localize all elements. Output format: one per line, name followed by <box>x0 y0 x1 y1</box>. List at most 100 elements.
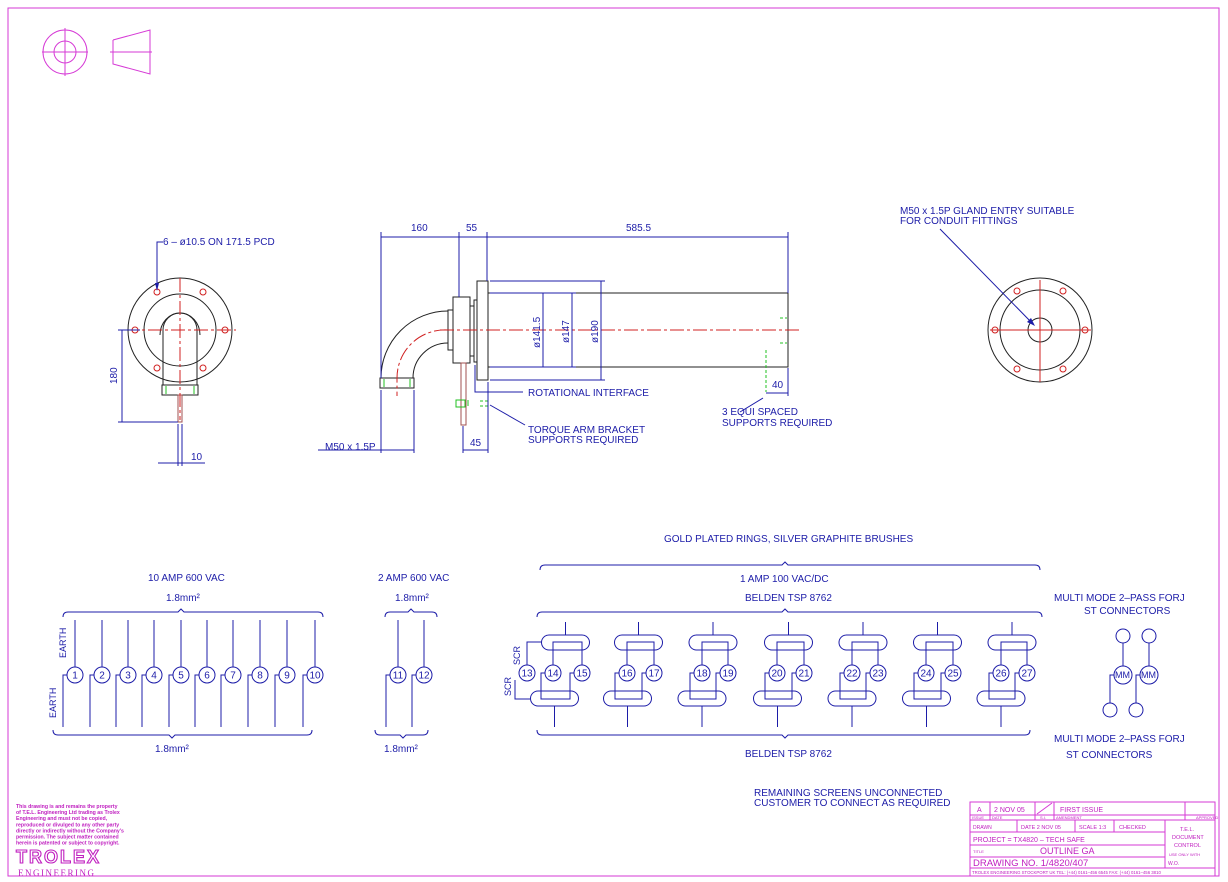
aux-bottom-size: 1.8mm² <box>384 744 419 755</box>
dim-180: 180 <box>109 367 120 384</box>
aux-terminal: 12 <box>415 666 433 684</box>
screen-terminal: 13 <box>518 664 536 682</box>
gland-note: M50 x 1.5P GLAND ENTRY SUITABLE <box>900 206 1075 217</box>
power-terminal: 10 <box>306 666 324 684</box>
signal-terminal: 18 <box>693 664 711 682</box>
wire <box>141 674 146 727</box>
wire <box>839 672 870 700</box>
gold-note-brace <box>539 561 1041 571</box>
supports-label: 3 EQUI SPACED <box>722 407 798 418</box>
terminal-number: 26 <box>995 669 1007 680</box>
signal-terminal: 15 <box>573 664 591 682</box>
power-terminal: 3 <box>119 666 137 684</box>
signal-ring-pair <box>753 622 813 727</box>
wire <box>701 641 729 665</box>
power-top-brace <box>62 608 324 618</box>
aux-top-size: 1.8mm² <box>395 593 430 604</box>
dim-160: 160 <box>411 223 428 234</box>
power-bottom-brace <box>52 729 313 739</box>
signal-terminal: 22 <box>843 664 861 682</box>
wire <box>274 674 279 727</box>
aux-top-brace <box>384 608 438 618</box>
doc-control: T.E.L. <box>1180 827 1195 833</box>
drawing-title: OUTLINE GA <box>1040 846 1095 856</box>
wire <box>62 674 67 727</box>
supports-label-2: SUPPORTS REQUIRED <box>722 418 832 429</box>
copyright-line: directly or indirectly without the Compa… <box>16 828 124 834</box>
terminal-number: 23 <box>872 669 884 680</box>
scr-label: SCR <box>512 645 522 665</box>
dia-190: ø190 <box>590 320 601 343</box>
wire <box>168 674 173 727</box>
wire <box>302 674 307 727</box>
fibre-bottom: MULTI MODE 2–PASS FORJ <box>1054 734 1185 745</box>
power-terminal: 9 <box>278 666 296 684</box>
signal-terminal: 19 <box>719 664 737 682</box>
dim-585: 585.5 <box>626 223 651 234</box>
terminal-number: 15 <box>576 669 588 680</box>
aux-bottom-brace <box>374 729 429 739</box>
wire <box>411 674 416 727</box>
terminal-number: 16 <box>621 669 633 680</box>
screens-note: REMAINING SCREENS UNCONNECTED <box>754 788 942 799</box>
wire <box>385 674 390 727</box>
terminal-number: 11 <box>393 671 404 682</box>
trolex-logo: TROLEX ENGINEERING <box>15 846 99 878</box>
terminal-circle <box>768 664 786 682</box>
belden-top: BELDEN TSP 8762 <box>745 593 832 604</box>
logo-sub: ENGINEERING <box>18 868 96 878</box>
rotational-interface-label: ROTATIONAL INTERFACE <box>528 388 649 399</box>
terminal-number: 17 <box>648 669 660 680</box>
right-end-view: M50 x 1.5P GLAND ENTRY SUITABLE FOR COND… <box>900 206 1093 383</box>
terminal-number: 4 <box>151 671 157 682</box>
terminal-number: 2 <box>99 671 105 682</box>
signal-terminal: 20 <box>768 664 786 682</box>
terminal-circle <box>869 664 887 682</box>
aux-terminal: 11 <box>389 666 407 684</box>
m50-label: M50 x 1.5P <box>325 442 376 453</box>
doc-control: DOCUMENT <box>1172 835 1204 841</box>
doc-control: CONTROL <box>1174 843 1201 849</box>
left-end-view: 6 – ø10.5 ON 171.5 PCD 180 10 <box>109 237 275 466</box>
power-terminal: 5 <box>172 666 190 684</box>
power-terminal: 7 <box>224 666 242 684</box>
terminal-number: 19 <box>722 669 734 680</box>
fibre-top-2: ST CONNECTORS <box>1084 606 1171 617</box>
wire <box>552 641 583 665</box>
drawing-frame <box>7 7 1220 877</box>
signal-terminal: 16 <box>618 664 636 682</box>
label-issue: ISSUE <box>972 815 984 820</box>
drawing-number: DRAWING NO. 1/4820/407 <box>973 858 1088 869</box>
signal-ring-pair <box>677 622 738 727</box>
terminal-number: 27 <box>1021 669 1033 680</box>
signal-ring-pair <box>827 622 888 727</box>
terminal-circle <box>843 664 861 682</box>
wire <box>194 674 199 727</box>
signal-ring-pair <box>902 622 962 727</box>
issue-date: 2 NOV 05 <box>994 807 1025 814</box>
signal-terminal: 26 <box>992 664 1010 682</box>
dim-55: 55 <box>466 223 478 234</box>
label-title: TITLE <box>973 849 984 854</box>
wire <box>220 674 225 727</box>
terminal-circle <box>1018 664 1036 682</box>
wire <box>247 674 252 727</box>
torque-arm-label: TORQUE ARM BRACKET <box>528 425 645 436</box>
project: PROJECT = TX4820 – TECH SAFE <box>973 837 1085 844</box>
drawn: DRAWN <box>973 825 992 831</box>
terminal-number: 14 <box>547 669 559 680</box>
wire <box>540 672 574 700</box>
copyright-line: herein is patented or subject to copyrig… <box>16 841 120 847</box>
terminal-number: 10 <box>309 671 321 682</box>
torque-arm-label-2: SUPPORTS REQUIRED <box>528 435 638 446</box>
terminal-number: 18 <box>696 669 708 680</box>
side-view: 160 55 585.5 ø141.5 ø147 ø190 ROTATIONAL… <box>318 223 832 453</box>
terminal-number: 6 <box>204 671 210 682</box>
power-terminal: 2 <box>93 666 111 684</box>
copyright-notice: This drawing is and remains the property… <box>16 804 124 847</box>
screens-note-2: CUSTOMER TO CONNECT AS REQUIRED <box>754 798 951 809</box>
signal-bottom-brace <box>536 729 1031 739</box>
terminal-circle <box>992 664 1010 682</box>
doc-control: W.O. <box>1168 861 1179 867</box>
